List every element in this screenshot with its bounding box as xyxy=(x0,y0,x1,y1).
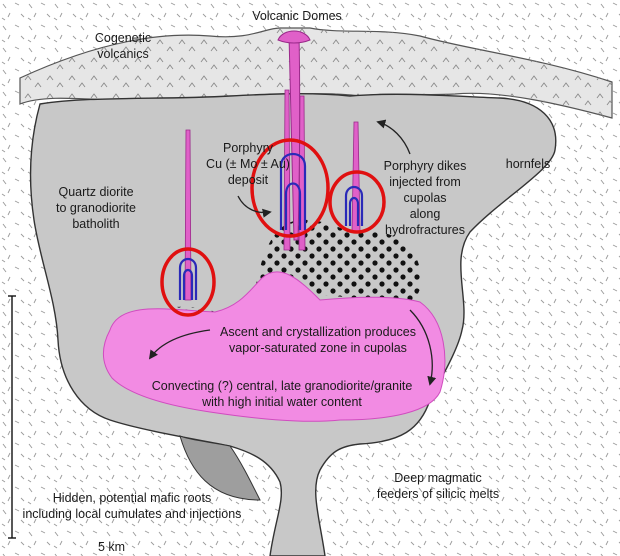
label-porphyry-2: Cu (± Mo ± Au) xyxy=(206,157,290,171)
label-porphyry-1: Porphyry xyxy=(223,141,274,155)
label-porphyry-3: deposit xyxy=(228,173,269,187)
label-volcanic-domes: Volcanic Domes xyxy=(252,9,342,23)
label-convecting-2: with high initial water content xyxy=(201,395,362,409)
label-deep-2: feeders of silicic melts xyxy=(377,487,499,501)
label-deep-1: Deep magmatic xyxy=(394,471,482,485)
label-ascent-2: vapor-saturated zone in cupolas xyxy=(229,341,407,355)
label-convecting-1: Convecting (?) central, late granodiorit… xyxy=(152,379,413,393)
label-dikes-3: cupolas xyxy=(403,191,446,205)
label-hidden-2: including local cumulates and injections xyxy=(23,507,242,521)
label-scale-bar: 5 km xyxy=(98,540,125,554)
label-quartz-3: batholith xyxy=(72,217,119,231)
label-quartz-1: Quartz diorite xyxy=(58,185,133,199)
label-hornfels: hornfels xyxy=(506,157,550,171)
label-hidden-1: Hidden, potential mafic roots xyxy=(53,491,211,505)
label-ascent-1: Ascent and crystallization produces xyxy=(220,325,416,339)
label-cogenetic-1: Cogenetic xyxy=(95,31,151,45)
label-dikes-5: hydrofractures xyxy=(385,223,465,237)
label-quartz-2: to granodiorite xyxy=(56,201,136,215)
label-dikes-1: Porphyry dikes xyxy=(384,159,467,173)
label-dikes-2: injected from xyxy=(389,175,461,189)
label-dikes-4: along xyxy=(410,207,441,221)
label-cogenetic-2: volcanics xyxy=(97,47,148,61)
left-dike xyxy=(185,130,191,300)
